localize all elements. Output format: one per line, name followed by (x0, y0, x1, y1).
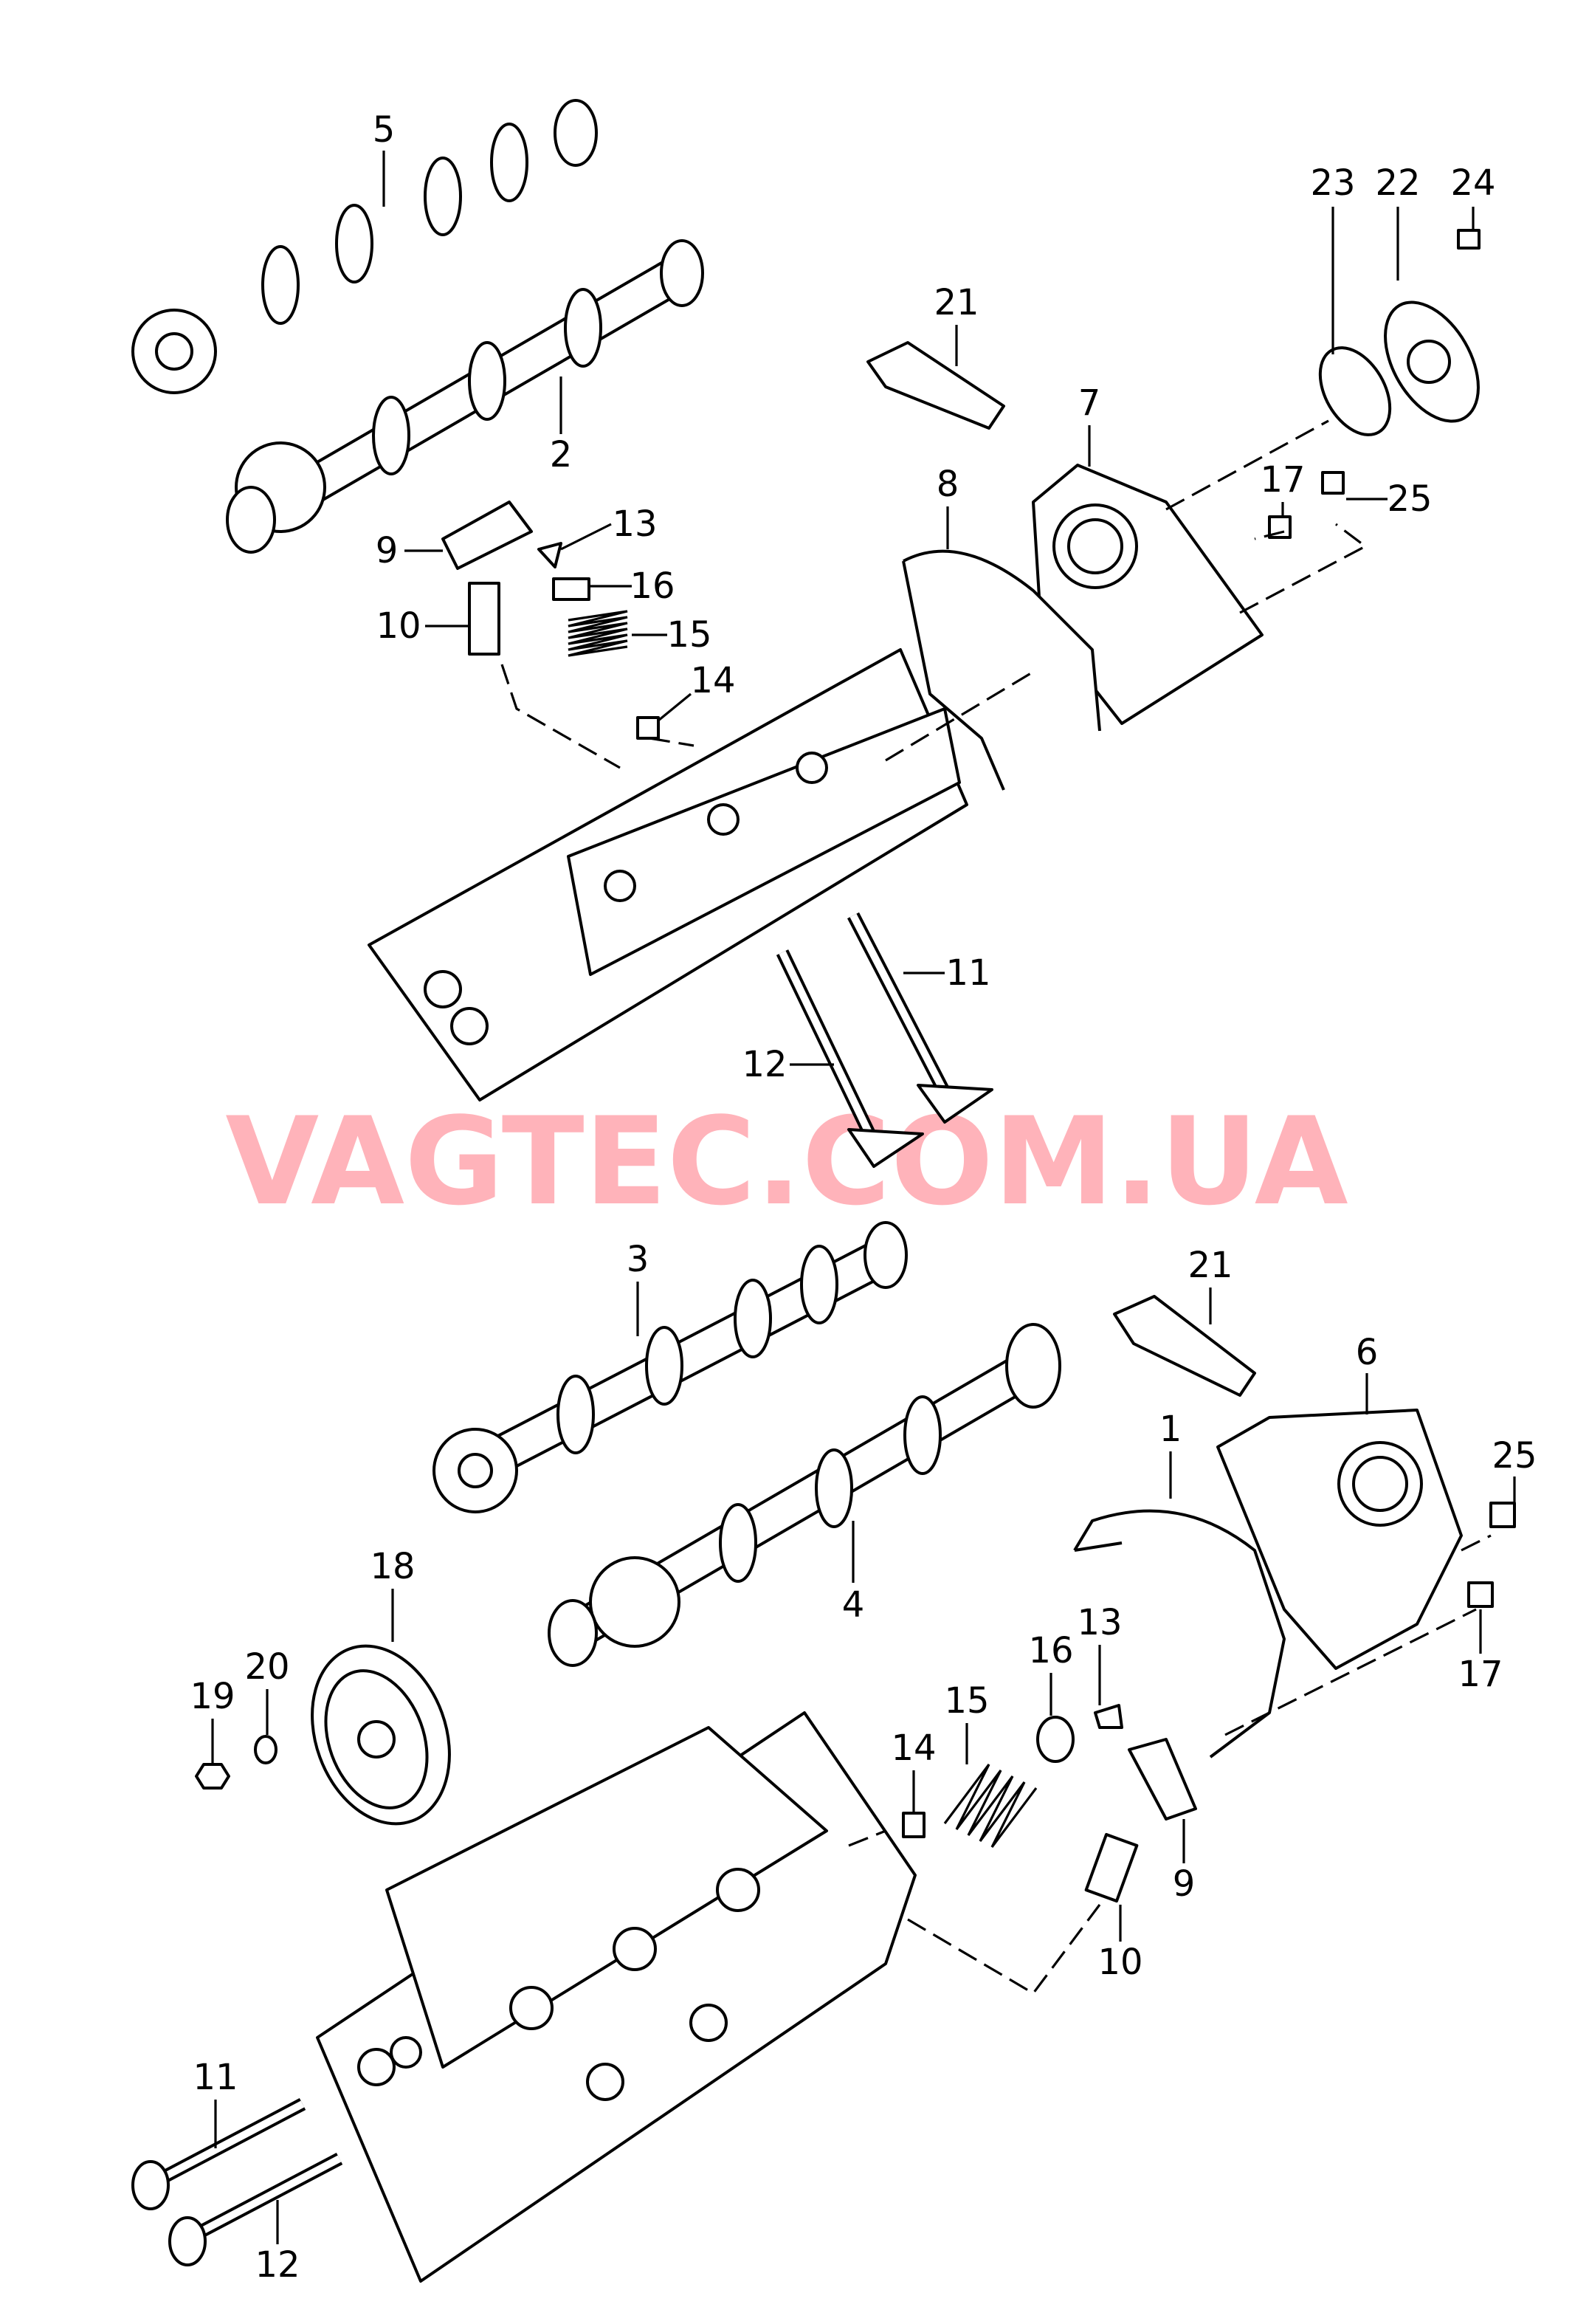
camshaft-3[interactable] (432, 1221, 908, 1513)
label-13-bottom: 13 (1077, 1602, 1122, 1643)
label-9-top: 9 (376, 530, 399, 571)
retainer-16-bottom[interactable] (1036, 1716, 1075, 1763)
label-21-bottom: 21 (1188, 1245, 1233, 1286)
label-2: 2 (550, 434, 573, 475)
keeper-13-top[interactable] (537, 542, 562, 568)
cap-22[interactable] (1366, 286, 1497, 437)
bolt-17-top[interactable] (1268, 515, 1292, 539)
label-19: 19 (190, 1676, 235, 1717)
label-3: 3 (627, 1239, 649, 1280)
label-11-top: 11 (945, 952, 990, 994)
label-25-bottom: 25 (1492, 1435, 1537, 1476)
seal-14-bottom[interactable] (902, 1812, 926, 1838)
cylinder-head-top[interactable] (368, 648, 968, 1101)
nut-19[interactable] (195, 1763, 230, 1790)
camshaft-5[interactable] (131, 99, 598, 394)
o-ring-23[interactable] (1306, 336, 1404, 447)
label-25-top: 25 (1387, 478, 1432, 520)
gasket-1[interactable] (1073, 1509, 1286, 1759)
cylinder-head-bottom[interactable] (316, 1711, 917, 2283)
spring-15-top[interactable] (568, 610, 628, 657)
lifter-10-top[interactable] (468, 582, 500, 656)
label-9-bottom: 9 (1173, 1863, 1196, 1905)
label-5: 5 (373, 109, 396, 151)
label-24: 24 (1450, 162, 1495, 204)
valve-12-bottom[interactable] (168, 2153, 343, 2266)
bolt-25-top[interactable] (1321, 471, 1345, 495)
label-20: 20 (244, 1646, 289, 1688)
bolt-17-bottom[interactable] (1467, 1581, 1494, 1608)
label-17-top: 17 (1260, 459, 1305, 501)
label-6: 6 (1356, 1332, 1379, 1373)
washer-20[interactable] (254, 1735, 278, 1764)
sprocket-18[interactable] (289, 1626, 473, 1843)
label-23: 23 (1310, 162, 1355, 204)
valve-11-bottom[interactable] (131, 2098, 306, 2210)
label-12-top: 12 (742, 1044, 787, 1085)
label-15-bottom: 15 (944, 1680, 989, 1722)
label-17-bottom: 17 (1458, 1654, 1503, 1695)
label-4: 4 (842, 1584, 865, 1626)
seal-14-top[interactable] (636, 716, 660, 740)
label-22: 22 (1375, 162, 1420, 204)
bolt-25-bottom[interactable] (1489, 1502, 1516, 1528)
retainer-16-top[interactable] (552, 577, 590, 601)
label-14-top: 14 (690, 660, 735, 701)
label-13-top: 13 (612, 503, 657, 545)
spring-15-bottom[interactable] (943, 1764, 1038, 1848)
rocker-9-top[interactable] (441, 501, 533, 570)
label-16-top: 16 (630, 565, 675, 607)
sealant-tube-21-bottom[interactable] (1113, 1295, 1256, 1397)
cover-6[interactable] (1216, 1409, 1463, 1670)
label-15-top: 15 (666, 614, 711, 656)
camshaft-2[interactable] (226, 239, 704, 554)
lifter-10-bottom[interactable] (1084, 1832, 1139, 1903)
bolt-24[interactable] (1457, 229, 1481, 250)
keeper-13-bottom[interactable] (1094, 1704, 1123, 1729)
camshaft-4[interactable] (548, 1323, 1061, 1667)
label-10-top: 10 (376, 605, 421, 647)
sealant-tube-21-top[interactable] (866, 341, 1005, 430)
label-10-bottom: 10 (1097, 1942, 1142, 1983)
label-21-top: 21 (934, 282, 979, 323)
gasket-8[interactable] (902, 549, 1101, 791)
valve-12-top[interactable] (776, 949, 924, 1168)
rocker-9-bottom[interactable] (1128, 1738, 1197, 1821)
label-16-bottom: 16 (1028, 1630, 1073, 1671)
watermark: VAGTEC.COM.UA (225, 1091, 1348, 1232)
label-8: 8 (937, 464, 959, 505)
label-12-bottom: 12 (255, 2244, 300, 2286)
label-11-bottom: 11 (193, 2057, 238, 2098)
label-14-bottom: 14 (891, 1727, 936, 1769)
valve-11-top[interactable] (847, 912, 993, 1124)
label-7: 7 (1078, 382, 1101, 424)
label-1: 1 (1159, 1409, 1182, 1450)
label-18: 18 (370, 1546, 415, 1587)
